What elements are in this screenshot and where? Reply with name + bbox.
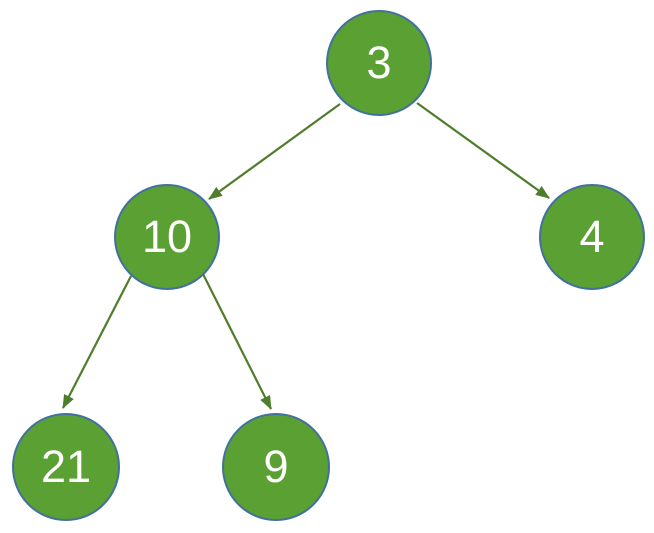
tree-node-label: 4 — [579, 210, 605, 262]
edge-arrow-n10-n9 — [202, 273, 272, 410]
tree-node-label: 10 — [141, 210, 193, 262]
tree-node-label: 3 — [366, 36, 392, 88]
tree-node-label: 21 — [40, 440, 92, 492]
tree-node-9: 9 — [222, 413, 330, 521]
edge-arrow-n10-n21 — [62, 275, 132, 409]
tree-node-label: 9 — [263, 440, 289, 492]
tree-node-4: 4 — [539, 184, 645, 290]
tree-node-10: 10 — [114, 184, 220, 290]
tree-node-3: 3 — [326, 10, 432, 116]
edge-arrow-n3-n10 — [208, 103, 341, 200]
edge-arrow-n3-n4 — [416, 102, 550, 199]
tree-node-21: 21 — [12, 413, 120, 521]
